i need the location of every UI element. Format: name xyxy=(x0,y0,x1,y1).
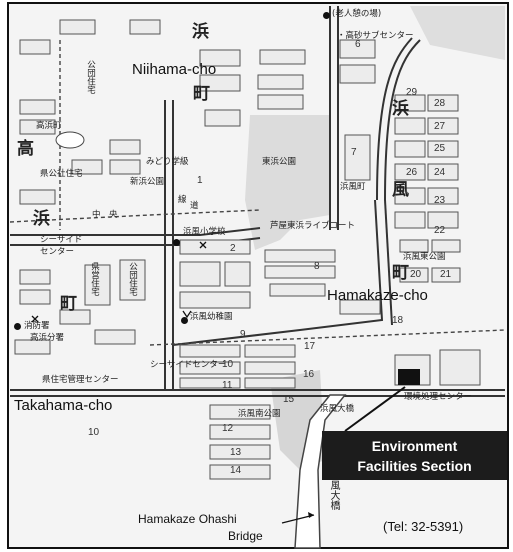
bridge-arrow-head xyxy=(308,512,314,518)
bridge-arrow xyxy=(281,514,315,524)
blocks xyxy=(14,19,481,480)
channel xyxy=(294,394,347,549)
label-bridge-jp: 浜風大橋 xyxy=(328,470,339,510)
callout-line-2: Facilities Section xyxy=(357,458,472,474)
block-number: 9 xyxy=(240,329,246,340)
label-hamakaze-ohashi-small: 浜風大橋 xyxy=(320,404,355,414)
kanji-niihama-2: 町 xyxy=(193,84,210,104)
label-elderly-home: (老人憩の場) xyxy=(332,9,382,19)
label-kindergarten: 浜風幼稚園 xyxy=(190,312,233,322)
label-hamakaze-higashi-park: 浜風東公園 xyxy=(403,252,446,262)
pin-elderly-home xyxy=(323,12,330,19)
area-hamakaze-cho: Hamakaze-cho xyxy=(327,287,428,304)
pin-kindergarten xyxy=(181,317,188,324)
map-border xyxy=(7,2,509,549)
block-number: 14 xyxy=(230,465,242,476)
label-hamakaze-station: 浜風町 xyxy=(340,182,366,192)
label-chuo: 中 央 xyxy=(92,210,118,220)
block-number: 11 xyxy=(222,380,233,391)
bridge-label-line-1: Hamakaze Ohashi xyxy=(138,512,237,526)
block-number: 16 xyxy=(303,369,315,380)
label-niihama-park: 新浜公園 xyxy=(130,177,165,187)
phone-number: (Tel: 32-5391) xyxy=(383,519,464,534)
label-fire-station-1: 消防署 xyxy=(24,321,50,331)
label-koei-3: 公団住宅 xyxy=(127,262,138,296)
kanji-hamakaze-2: 風 xyxy=(392,180,409,200)
label-seaside-center: シーサイドセンター xyxy=(150,360,227,370)
kanji-takahama-1: 高 xyxy=(17,139,34,159)
label-seaside-left-2: センター xyxy=(40,247,75,257)
label-fire-station-2: 高浜分署 xyxy=(30,333,65,343)
environment-facilities-callout: Environment Facilities Section xyxy=(322,431,507,480)
label-midori-school: みどり学級 xyxy=(146,157,189,167)
label-ashiya-court: 芦屋東浜ライブコート xyxy=(270,221,356,231)
area-niihama-cho: Niihama-cho xyxy=(132,61,217,78)
pin-fire-station xyxy=(14,323,21,330)
bridge-label-line-2: Bridge xyxy=(228,529,263,543)
label-koei-1: 公団住宅 xyxy=(85,60,96,94)
block-number: 26 xyxy=(406,167,418,178)
block-number: 15 xyxy=(283,394,295,405)
block-number: 20 xyxy=(410,269,422,280)
label-michi: 道 xyxy=(190,201,199,211)
block-number: 7 xyxy=(351,147,357,158)
label-sen: 線 xyxy=(178,195,187,205)
label-hamakaze-school: 浜風小学校 xyxy=(183,227,226,237)
block-number: 27 xyxy=(434,121,446,132)
park-woods xyxy=(245,115,330,250)
block-number: 22 xyxy=(434,225,446,236)
label-hamakaze-minami-park: 浜風南公園 xyxy=(238,409,281,419)
label-seaside-left-1: シーサイド xyxy=(40,235,83,245)
woods-northeast xyxy=(410,6,505,60)
kanji-hamakaze-3: 町 xyxy=(392,263,409,283)
main-roads xyxy=(10,6,505,397)
pin-hamakaze-school xyxy=(173,239,180,246)
block-number: 10 xyxy=(222,359,234,370)
block-number: 25 xyxy=(434,143,446,154)
block-number: 23 xyxy=(434,195,446,206)
label-kanri-center: 県住宅管理センター xyxy=(42,375,119,385)
block-number: 29 xyxy=(406,87,418,98)
callout-line-1: Environment xyxy=(371,438,458,454)
label-takahama-station: 高浜町 xyxy=(36,121,62,131)
label-kenkosha: 県公社住宅 xyxy=(40,169,83,179)
block-number: 10 xyxy=(88,427,100,438)
block-number: 8 xyxy=(314,261,320,272)
label-center-top: ・高砂サブセンター xyxy=(337,31,414,41)
environment-facility-building xyxy=(398,369,420,385)
block-number: 13 xyxy=(230,447,242,458)
block-number: 2 xyxy=(230,243,236,254)
block-number: 18 xyxy=(392,315,404,326)
block-number: 28 xyxy=(434,98,446,109)
callout-pointer xyxy=(344,386,406,432)
kanji-takahama-2: 浜 xyxy=(33,209,50,229)
kanji-niihama-1: 浜 xyxy=(192,22,209,42)
school-symbols xyxy=(31,241,207,323)
kanji-takahama-3: 町 xyxy=(60,294,77,314)
block-number: 24 xyxy=(434,167,446,178)
pond xyxy=(55,131,85,149)
block-number: 21 xyxy=(440,269,452,280)
label-kankyo-center: 環境処理センター xyxy=(404,392,473,402)
kanji-hamakaze-1: 浜 xyxy=(392,99,409,119)
block-number: 17 xyxy=(304,341,316,352)
area-takahama-cho: Takahama-cho xyxy=(14,397,113,414)
label-koei-2: 県営住宅 xyxy=(89,262,100,296)
block-number: 12 xyxy=(222,423,234,434)
block-number: 1 xyxy=(197,175,203,186)
label-higashihama-park: 東浜公園 xyxy=(262,157,297,167)
block-number: 6 xyxy=(355,39,361,50)
